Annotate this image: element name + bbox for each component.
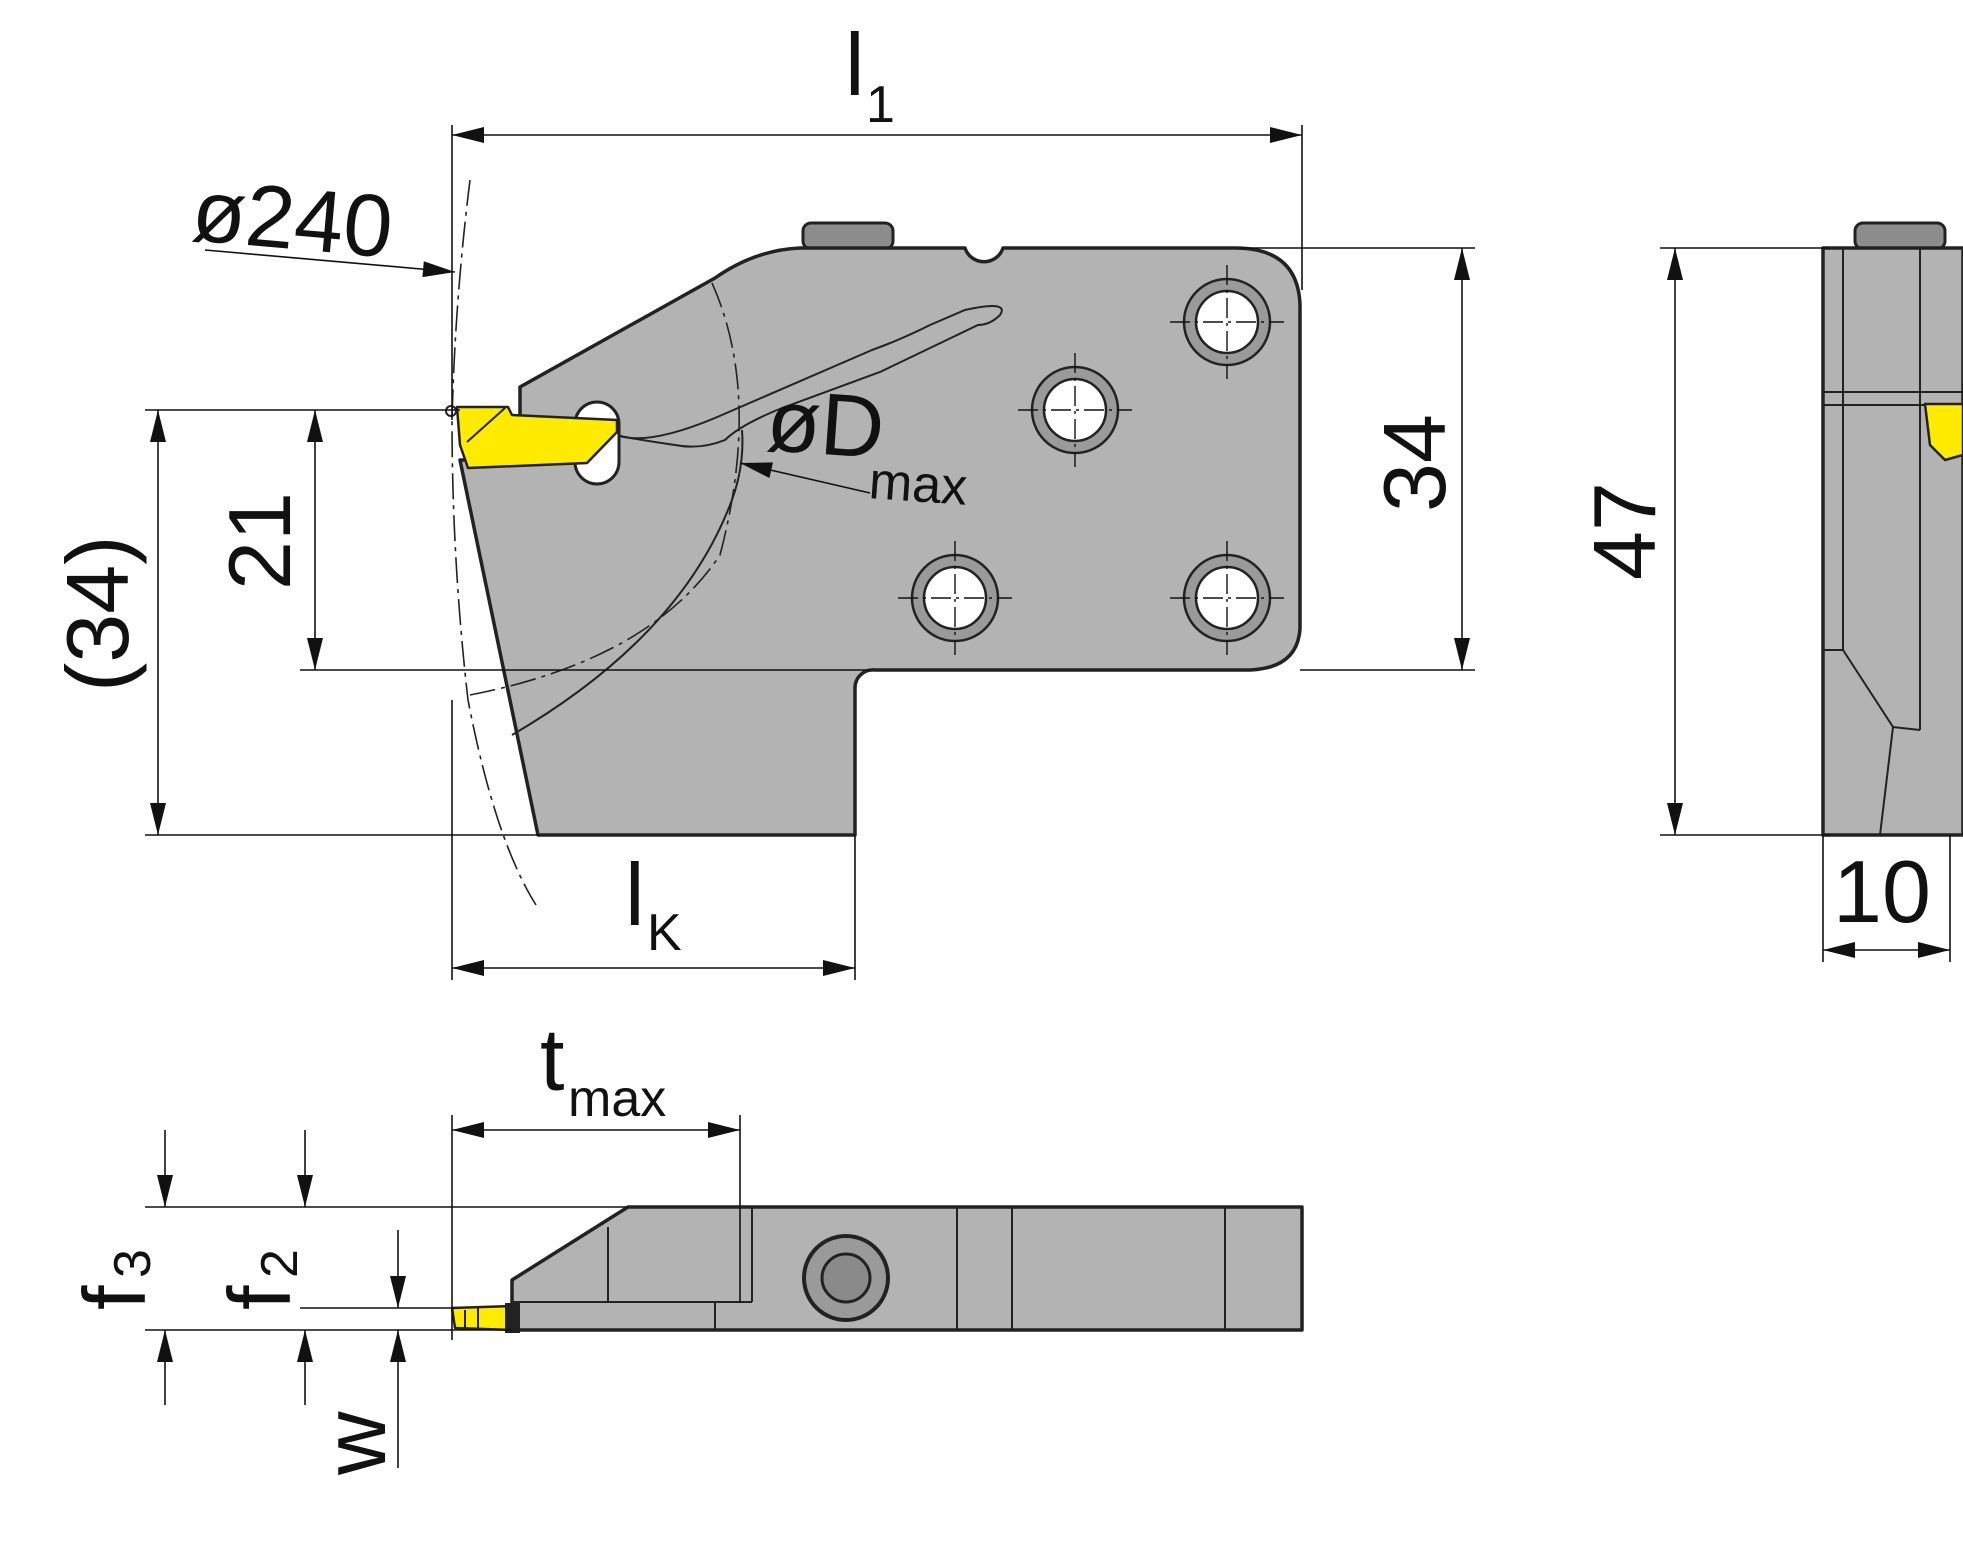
coolant-channel xyxy=(619,305,1003,448)
side-screw-head xyxy=(1853,221,1947,251)
top-insert xyxy=(450,1303,520,1333)
dim-21: 21 xyxy=(145,409,870,671)
screw-hole-2 xyxy=(1018,353,1132,467)
insert-edge xyxy=(466,407,506,443)
f2-label: f xyxy=(210,1285,309,1310)
screw-hole-4 xyxy=(1170,541,1284,655)
dim-47: 47 xyxy=(1575,247,1830,836)
dim-34-label: 34 xyxy=(1365,414,1464,512)
top-screw xyxy=(802,1234,890,1322)
insert-tip xyxy=(445,405,457,417)
dim-lk: l K xyxy=(451,700,856,980)
top-body xyxy=(510,1205,1304,1332)
blade-body xyxy=(458,246,1302,837)
dim-d240: ø240 xyxy=(188,160,456,278)
dim-tmax: t max xyxy=(451,1010,741,1340)
w-label: w xyxy=(305,1411,404,1476)
dim-34-ref-label: (34) xyxy=(48,536,147,693)
dmax-subscript: max xyxy=(867,452,969,517)
side-body xyxy=(1821,246,1963,837)
side-view xyxy=(1821,221,1963,837)
dim-dmax: øD max xyxy=(739,370,969,517)
top-view xyxy=(450,1205,1304,1333)
f2-subscript: 2 xyxy=(251,1249,309,1278)
dim-34: 34 xyxy=(1240,247,1475,671)
dim-10: 10 xyxy=(1822,835,1951,962)
f3-subscript: 3 xyxy=(104,1249,162,1278)
dmax-centerline xyxy=(469,282,740,696)
dim-34-ref: (34) xyxy=(48,410,540,836)
top-inner-lines xyxy=(512,1207,1226,1330)
dim-l1: l 1 xyxy=(451,15,1303,420)
dmax-label: øD xyxy=(764,370,888,477)
f3-label: f xyxy=(65,1285,164,1310)
dim-f-w xyxy=(145,1130,628,1468)
diameter-240-arc xyxy=(451,179,537,906)
lk-subscript: K xyxy=(647,904,682,962)
side-insert xyxy=(1923,402,1963,462)
tmax-subscript: max xyxy=(568,1070,666,1128)
clamp-screw-head xyxy=(801,221,895,251)
screw-hole-1 xyxy=(1170,265,1284,379)
cutting-insert xyxy=(455,405,619,470)
l1-label: l xyxy=(845,15,865,114)
dim-21-label: 21 xyxy=(210,492,309,590)
d240-label: ø240 xyxy=(188,160,396,276)
front-view xyxy=(445,179,1302,906)
tmax-label: t xyxy=(540,1010,564,1109)
lk-label: l xyxy=(625,845,645,944)
dim-10-label: 10 xyxy=(1833,842,1931,941)
dim-47-label: 47 xyxy=(1575,482,1674,580)
l1-subscript: 1 xyxy=(866,76,895,134)
side-inner-lines xyxy=(1823,248,1963,836)
screw-hole-3 xyxy=(898,541,1012,655)
